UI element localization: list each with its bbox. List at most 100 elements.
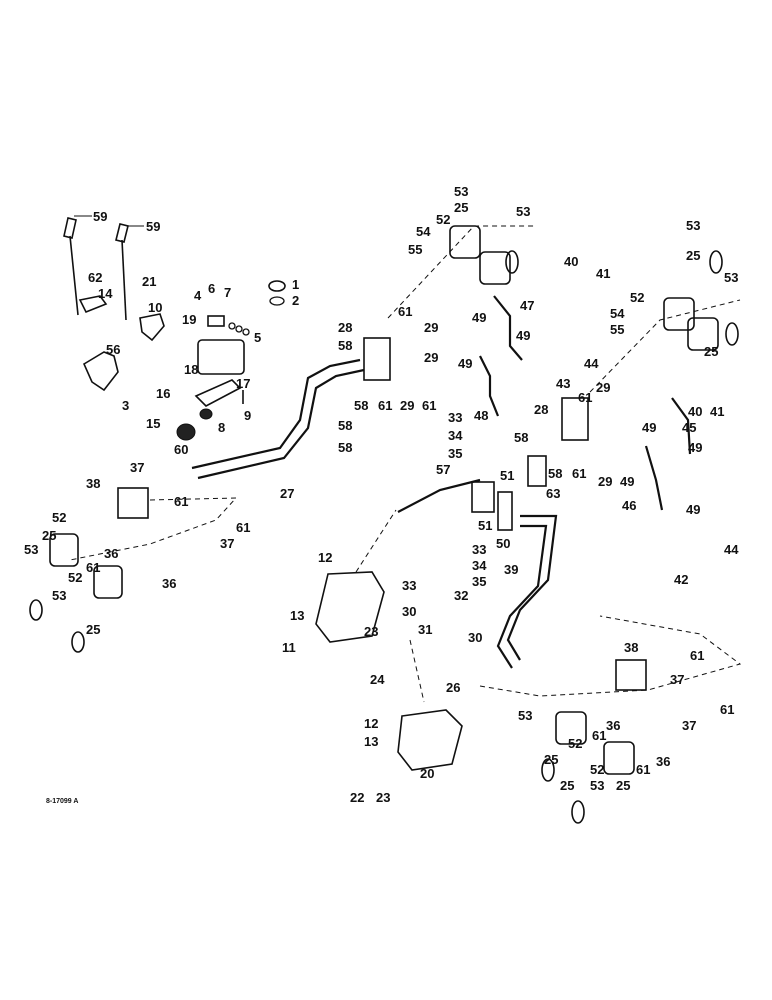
callout-52-a: 52 bbox=[436, 212, 450, 227]
callout-23-a: 23 bbox=[364, 624, 378, 639]
tube-39-b bbox=[496, 524, 548, 669]
callout-61-l: 61 bbox=[636, 762, 650, 777]
plate-15 bbox=[194, 379, 242, 407]
callout-53-b: 53 bbox=[516, 204, 530, 219]
dust-cap-53-a bbox=[29, 599, 43, 621]
callout-25-a: 25 bbox=[454, 200, 468, 215]
dust-cap-53-b bbox=[71, 631, 85, 653]
dust-cap-53-e bbox=[725, 322, 739, 346]
dash-valve-link bbox=[409, 639, 425, 703]
callout-7: 7 bbox=[224, 285, 231, 300]
callout-4: 4 bbox=[194, 288, 202, 303]
hydraulic-tube-lines bbox=[191, 295, 692, 669]
callout-6: 6 bbox=[208, 281, 215, 296]
callout-1: 1 bbox=[292, 277, 299, 292]
lever-clevis bbox=[78, 295, 108, 314]
callout-28-a: 28 bbox=[338, 320, 352, 335]
coupler-52-f bbox=[687, 317, 719, 351]
callout-12-a: 12 bbox=[318, 550, 332, 565]
callout-5: 5 bbox=[254, 330, 261, 345]
dash-bottom-right bbox=[479, 615, 742, 697]
control-lever-assembly bbox=[63, 215, 165, 392]
callout-29-a: 29 bbox=[424, 320, 438, 335]
callout-55-b: 55 bbox=[610, 322, 624, 337]
valve-bodies bbox=[117, 337, 647, 771]
tube-57 bbox=[397, 478, 481, 513]
callout-30-b: 30 bbox=[468, 630, 482, 645]
callout-37-a: 37 bbox=[130, 460, 144, 475]
callout-10: 10 bbox=[148, 300, 162, 315]
bracket-63 bbox=[527, 455, 547, 487]
callout-36-d: 36 bbox=[656, 754, 670, 769]
lever-bracket bbox=[139, 313, 165, 342]
callout-49-e: 49 bbox=[642, 420, 656, 435]
cap-1 bbox=[268, 280, 286, 292]
callout-58-b: 58 bbox=[354, 398, 368, 413]
coupler-block-38-left bbox=[117, 487, 149, 519]
coupler-52-c bbox=[449, 225, 481, 259]
callout-23-b: 23 bbox=[376, 790, 390, 805]
detent-housing-18 bbox=[197, 339, 245, 375]
callout-8: 8 bbox=[218, 420, 225, 435]
callout-54-a: 54 bbox=[416, 224, 431, 239]
callout-25-e: 25 bbox=[86, 622, 100, 637]
hose-47 bbox=[493, 295, 523, 361]
callout-53-a: 53 bbox=[454, 184, 468, 199]
hose-48 bbox=[479, 355, 500, 417]
callout-44-a: 44 bbox=[584, 356, 599, 371]
callout-58-e: 58 bbox=[514, 430, 528, 445]
lever-rod-right bbox=[121, 239, 127, 321]
callout-30-a: 30 bbox=[402, 604, 416, 619]
callout-3: 3 bbox=[122, 398, 129, 413]
callout-29-d: 29 bbox=[596, 380, 610, 395]
callout-25-c: 25 bbox=[704, 344, 718, 359]
callout-58-c: 58 bbox=[338, 418, 352, 433]
callout-45: 45 bbox=[682, 420, 696, 435]
callout-13-b: 13 bbox=[364, 734, 378, 749]
callout-48: 48 bbox=[474, 408, 488, 423]
dash-valve-11 bbox=[355, 509, 397, 573]
callout-33-b: 33 bbox=[402, 578, 416, 593]
callout-61-f: 61 bbox=[174, 494, 188, 509]
coupler-52-a bbox=[49, 533, 79, 567]
callout-33-a: 33 bbox=[448, 410, 462, 425]
callout-47: 47 bbox=[520, 298, 534, 313]
callout-52-b: 52 bbox=[630, 290, 644, 305]
couplers-left bbox=[29, 533, 123, 653]
callout-51-b: 51 bbox=[478, 518, 492, 533]
callout-39: 39 bbox=[504, 562, 518, 577]
coupler-52-d bbox=[479, 251, 511, 285]
hose-46 bbox=[644, 445, 664, 511]
bracket-57 bbox=[471, 481, 495, 513]
callout-53-e: 53 bbox=[24, 542, 38, 557]
callout-40-b: 40 bbox=[688, 404, 702, 419]
valve-body-20 bbox=[397, 709, 463, 771]
dash-top-right bbox=[589, 299, 741, 393]
callout-56: 56 bbox=[106, 342, 120, 357]
callout-labels: 59 62 14 59 21 1 2 10 56 3 4 6 7 5 19 18… bbox=[24, 184, 739, 805]
callout-22: 22 bbox=[350, 790, 364, 805]
callout-37-d: 37 bbox=[682, 718, 696, 733]
couplers-bottom-right bbox=[541, 711, 635, 824]
callout-37-b: 37 bbox=[220, 536, 234, 551]
hose-45 bbox=[671, 397, 692, 455]
callout-27: 27 bbox=[280, 486, 294, 501]
callout-43: 43 bbox=[556, 376, 570, 391]
callout-26: 26 bbox=[446, 680, 460, 695]
dust-cap-53-f bbox=[541, 758, 555, 782]
callout-31: 31 bbox=[418, 622, 432, 637]
callout-61-c: 61 bbox=[422, 398, 436, 413]
callout-52-c: 52 bbox=[52, 510, 66, 525]
callout-24: 24 bbox=[370, 672, 385, 687]
callout-36-b: 36 bbox=[162, 576, 176, 591]
callout-12-b: 12 bbox=[364, 716, 378, 731]
dash-left bbox=[69, 497, 238, 561]
valve-body-11 bbox=[315, 571, 385, 643]
valve-detent-parts bbox=[176, 315, 250, 441]
callout-54-b: 54 bbox=[610, 306, 625, 321]
callout-41-b: 41 bbox=[710, 404, 724, 419]
callout-59-b: 59 bbox=[146, 219, 160, 234]
callout-53-g: 53 bbox=[518, 708, 532, 723]
